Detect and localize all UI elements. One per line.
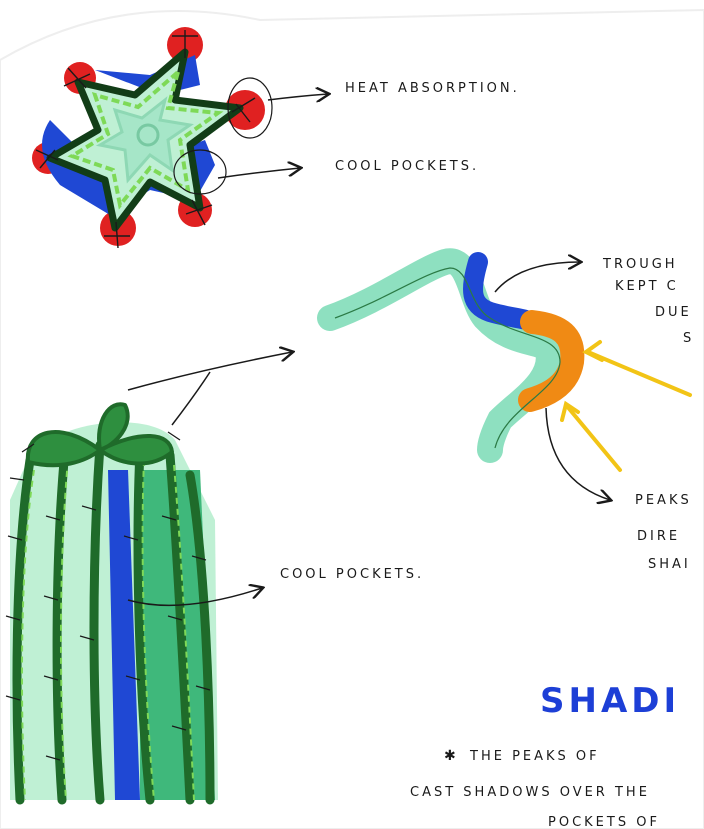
heat-absorption-label: HEAT ABSORPTION. [345,81,520,96]
note-line-2: CAST SHADOWS OVER THE [410,785,650,800]
trough-label-2: KEPT C [615,279,679,294]
peaks-label-3: SHAI [648,557,691,572]
column-cactus [6,404,218,800]
trough-label-1: TROUGH [602,257,678,272]
trough-label-3: DUE [655,305,692,320]
note-line-3: POCKETS OF [548,815,660,829]
cactus-cool-pockets-label: COOL POCKETS. [280,567,424,582]
trough-label-4: S [683,331,694,346]
cool-pockets-label: COOL POCKETS. [335,159,479,174]
peaks-label-2: DIRE [637,529,680,544]
peaks-label-1: PEAKS [635,493,692,508]
note-line-1: THE PEAKS OF [469,749,600,764]
bullet-mark: ✱ [444,748,456,764]
section-title: SHADI [540,681,680,721]
